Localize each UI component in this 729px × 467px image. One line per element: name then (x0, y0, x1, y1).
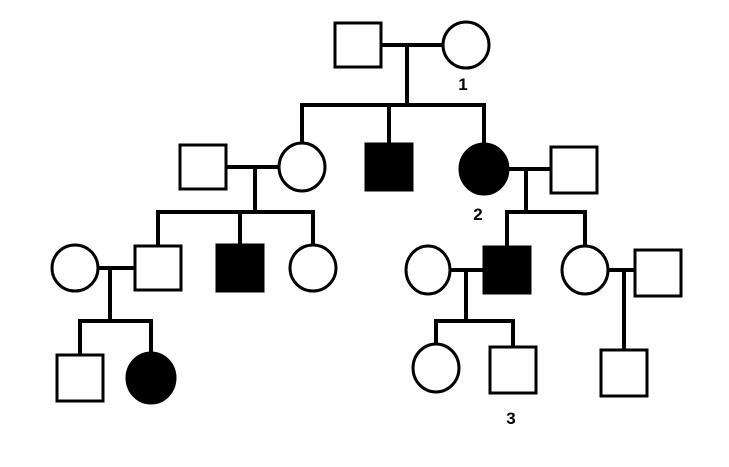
label-1: 1 (458, 75, 467, 94)
unaffected-female-circle-g3-granddaughter-1 (288, 243, 338, 293)
label-2: 2 (473, 205, 482, 224)
label-3: 3 (506, 409, 515, 428)
unaffected-male-square-g4-male-2 (488, 345, 538, 395)
unaffected-female-circle-g3-granddaughter-2 (560, 244, 610, 296)
pedigree-labels: 1 2 3 (458, 75, 515, 428)
unaffected-male-square-g3-granddaughter-2-spouse (633, 248, 683, 298)
pedigree-lines (78, 43, 638, 357)
unaffected-male-square-g4-male-3 (599, 348, 649, 398)
pedigree-symbols (50, 20, 683, 405)
unaffected-male-square-g1-father (333, 21, 383, 69)
unaffected-female-circle-g1-mother (441, 20, 491, 70)
affected-female-circle-g2-daughter-2 (458, 142, 510, 196)
unaffected-male-square-g2-daughter-1-spouse (178, 143, 228, 191)
affected-male-square-g2-son (364, 142, 414, 192)
unaffected-male-square-g2-daughter-2-spouse (549, 145, 599, 195)
unaffected-female-circle-g2-daughter-1 (277, 141, 327, 193)
unaffected-female-circle-g3-grandson-1-spouse (50, 243, 100, 293)
affected-male-square-g3-grandson-3 (482, 245, 532, 295)
unaffected-female-circle-g3-grandson-3-spouse (404, 244, 452, 296)
unaffected-female-circle-g4-female-2 (411, 342, 461, 394)
affected-female-circle-g4-female-1 (125, 351, 177, 405)
affected-male-square-g3-grandson-2 (215, 243, 265, 293)
unaffected-male-square-g3-grandson-1 (133, 244, 183, 292)
unaffected-male-square-g4-male-1 (55, 353, 105, 403)
